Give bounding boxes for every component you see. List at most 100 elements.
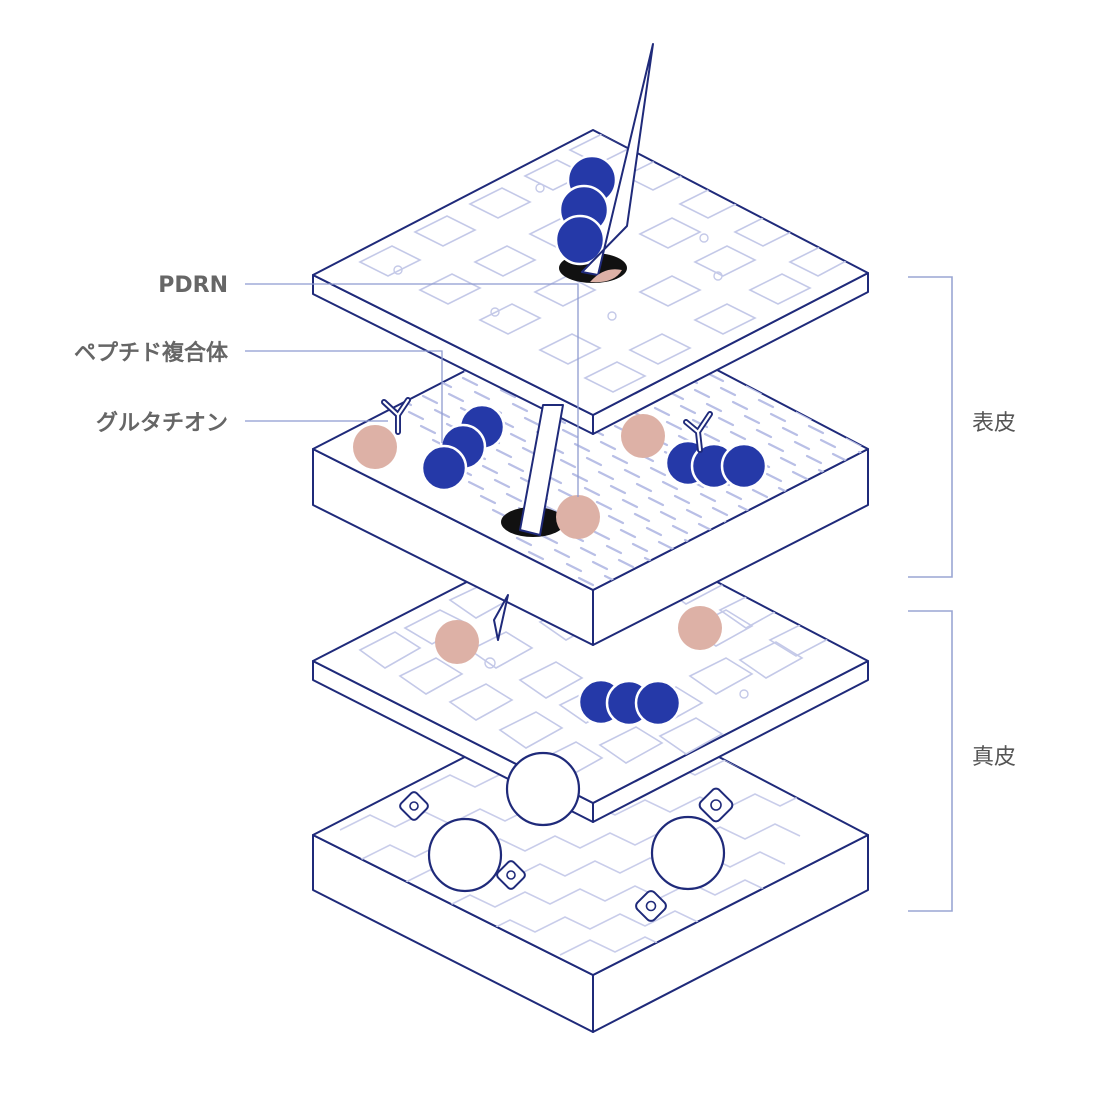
hatch-stroke <box>955 564 969 571</box>
hatch-stroke <box>975 458 989 465</box>
cell-marker-icon <box>635 890 667 922</box>
hatch-stroke <box>507 462 525 473</box>
hatch-stroke <box>859 420 868 431</box>
hatch-stroke <box>1037 498 1051 505</box>
hatch-stroke <box>807 424 825 435</box>
hatch-stroke <box>913 418 927 425</box>
pdrn-particle <box>621 414 665 458</box>
hatch-stroke <box>947 490 961 497</box>
hatch-stroke <box>347 340 365 351</box>
hatch-stroke <box>937 446 951 453</box>
hatch-stroke <box>793 440 811 451</box>
hatch-stroke <box>633 512 651 523</box>
hatch-stroke <box>987 472 1001 479</box>
hatch-stroke <box>665 420 683 431</box>
hatch-stroke <box>1061 526 1075 533</box>
hatch-stroke <box>653 406 671 417</box>
hatch-stroke <box>853 316 868 327</box>
hatch-stroke <box>711 506 729 517</box>
hatch-stroke <box>989 442 1003 449</box>
hatch-stroke <box>835 392 853 403</box>
pdrn-leader-line <box>245 283 579 497</box>
hatch-stroke <box>783 396 801 407</box>
hatch-stroke <box>745 384 763 395</box>
microneedle-icon <box>519 404 564 536</box>
hatch-stroke <box>541 534 559 545</box>
hatch-stroke <box>875 406 889 413</box>
hatch-stroke <box>759 368 777 379</box>
hatch-stroke <box>671 524 689 535</box>
pdrn-particle <box>590 269 622 283</box>
microneedle-icon <box>581 43 654 276</box>
fibroblast-cell-icon <box>650 815 726 891</box>
hatch-stroke <box>957 534 971 541</box>
hatch-stroke <box>499 388 517 399</box>
peptide-complex-stack <box>664 439 768 490</box>
hatch-stroke <box>883 286 897 293</box>
hatch-stroke <box>747 354 765 365</box>
hatch-stroke <box>769 412 787 423</box>
hatch-stroke <box>799 350 817 361</box>
hatch-stroke <box>717 416 735 427</box>
hatch-stroke <box>823 378 841 389</box>
hatch-stroke <box>933 506 947 513</box>
hatch-stroke <box>877 570 891 577</box>
hatch-stroke <box>699 492 717 503</box>
hatch-stroke <box>467 480 485 491</box>
hatch-stroke <box>657 540 675 551</box>
pdrn-particle <box>556 495 600 539</box>
hatch-stroke <box>905 344 919 351</box>
hatch-stroke <box>631 542 649 553</box>
hatch-stroke <box>573 442 591 453</box>
hatch-stroke <box>973 488 987 495</box>
hatch-stroke <box>831 452 849 463</box>
hatch-stroke <box>1009 530 1023 537</box>
hatch-stroke <box>871 272 885 279</box>
hatch-stroke <box>923 462 937 469</box>
hatch-stroke <box>1051 482 1065 489</box>
hatch-stroke <box>419 424 437 435</box>
hatch-stroke <box>885 450 899 457</box>
hatch-stroke <box>1027 454 1041 461</box>
hatch-stroke <box>839 526 857 537</box>
hatch-stroke <box>903 568 917 575</box>
hatch-stroke <box>811 558 829 569</box>
hatch-stroke <box>871 466 885 473</box>
hatch-stroke <box>523 416 541 427</box>
hatch-stroke <box>745 578 763 589</box>
epidermis-label: 表皮 <box>972 411 1016 436</box>
hatch-stroke <box>787 336 805 347</box>
hatch-stroke <box>915 388 929 395</box>
hatch-stroke <box>943 550 957 557</box>
hatch-stroke <box>901 404 915 411</box>
hatch-stroke <box>571 472 589 483</box>
hatch-stroke <box>599 440 617 451</box>
hatch-stroke <box>919 328 933 335</box>
glutathione-antibody-icon <box>683 411 713 453</box>
hatch-stroke <box>579 546 597 557</box>
hatch-stroke <box>893 524 907 531</box>
hatch-stroke <box>865 330 868 341</box>
hatch-stroke <box>785 560 803 571</box>
hatch-stroke <box>707 372 725 383</box>
hatch-stroke <box>1059 556 1073 563</box>
hatch-stroke <box>611 454 629 465</box>
hatch-stroke <box>925 432 939 439</box>
hatch-stroke <box>585 456 603 467</box>
hatch-stroke <box>673 494 691 505</box>
hatch-stroke <box>907 508 921 515</box>
hatch-stroke <box>811 364 829 375</box>
hatch-stroke <box>931 342 945 349</box>
fibroblast-cell-icon <box>427 817 503 893</box>
hatch-stroke <box>863 360 868 371</box>
hatch-stroke <box>481 464 499 475</box>
hatch-stroke <box>759 562 777 573</box>
dermis-label: 真皮 <box>972 745 1016 770</box>
hatch-stroke <box>921 492 935 499</box>
hatch-stroke <box>597 470 615 481</box>
hatch-stroke <box>813 334 831 345</box>
hatch-stroke <box>865 524 868 535</box>
hatch-stroke <box>825 348 843 359</box>
hatch-stroke <box>935 476 949 483</box>
hatch-stroke <box>421 394 439 405</box>
